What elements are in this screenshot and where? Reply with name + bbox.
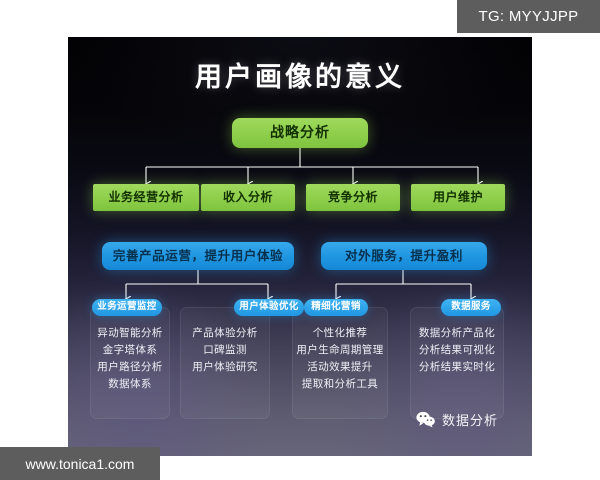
list-item: 异动智能分析: [97, 327, 163, 339]
url-watermark-tag: www.tonica1.com: [0, 447, 160, 480]
node-strategy-analysis[interactable]: 战略分析: [232, 118, 368, 148]
panel-data-service: [410, 307, 504, 419]
list-item: 用户体验研究: [192, 361, 258, 373]
node-user-maintenance[interactable]: 用户维护: [411, 184, 505, 211]
list-item: 口碑监测: [203, 344, 247, 356]
panel-refined-marketing: [292, 307, 388, 419]
node-improve-product-operation[interactable]: 完善产品运营，提升用户体验: [102, 242, 294, 270]
list-item: 用户路径分析: [97, 361, 163, 373]
list-data-service: 数据分析产品化 分析结果可视化 分析结果实时化: [406, 325, 508, 376]
list-item: 提取和分析工具: [301, 378, 379, 390]
list-item: 产品体验分析: [192, 327, 258, 339]
list-refined-marketing: 个性化推荐 用户生命周期管理 活动效果提升 提取和分析工具: [288, 325, 392, 393]
slide-canvas: 用户画像的意义 战略分析: [68, 37, 532, 456]
list-item: 用户生命周期管理: [296, 344, 384, 356]
node-refined-marketing[interactable]: 精细化营销: [304, 299, 368, 316]
list-item: 数据分析产品化: [418, 327, 496, 339]
page-title: 用户画像的意义: [195, 62, 405, 93]
list-item: 分析结果实时化: [418, 361, 496, 373]
node-user-experience-optimization[interactable]: 用户体验优化: [234, 299, 304, 316]
node-competition-analysis[interactable]: 竞争分析: [306, 184, 400, 211]
panel-user-experience-optimization: [180, 307, 270, 419]
list-item: 数据体系: [108, 378, 152, 390]
tg-watermark-tag: TG: MYYJJPP: [457, 0, 600, 33]
node-revenue-analysis[interactable]: 收入分析: [201, 184, 295, 211]
node-business-operation-monitoring[interactable]: 业务运营监控: [92, 299, 162, 316]
wechat-badge-label: 数据分析: [442, 414, 499, 429]
list-user-experience-optimization: 产品体验分析 口碑监测 用户体验研究: [178, 325, 272, 376]
wechat-badge: 数据分析: [416, 410, 498, 429]
list-item: 活动效果提升: [307, 361, 373, 373]
node-data-service[interactable]: 数据服务: [441, 299, 501, 316]
node-business-operation-analysis[interactable]: 业务经营分析: [93, 184, 199, 211]
list-business-operation-monitoring: 异动智能分析 金字塔体系 用户路径分析 数据体系: [86, 325, 174, 393]
list-item: 金字塔体系: [102, 344, 158, 356]
wechat-icon: [416, 411, 435, 428]
list-item: 分析结果可视化: [418, 344, 496, 356]
list-item: 个性化推荐: [312, 327, 368, 339]
node-external-service-profit[interactable]: 对外服务，提升盈利: [321, 242, 487, 270]
